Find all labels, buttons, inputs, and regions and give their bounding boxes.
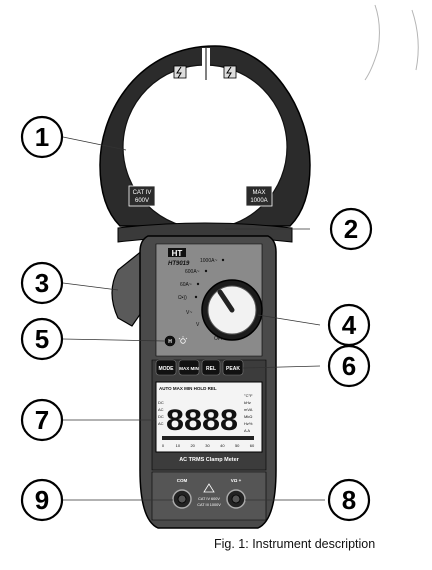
svg-text:600V: 600V xyxy=(135,198,149,204)
bargraph-tick-label: 30 xyxy=(205,443,210,448)
svg-text:2: 2 xyxy=(344,214,358,244)
selector-pointer xyxy=(217,289,235,313)
meter-label: AC TRMS Clamp Meter xyxy=(179,457,239,463)
svg-text:9: 9 xyxy=(35,485,49,515)
bargraph-tick-label: 60 xyxy=(250,443,255,448)
hazard-icon xyxy=(223,65,237,79)
svg-text:REL: REL xyxy=(206,366,216,372)
rotary-selector: 1000A~ 600A~ 60A~ Ω•)) V~ V OFF xyxy=(178,258,263,342)
svg-text:1: 1 xyxy=(35,122,49,152)
svg-text:PEAK: PEAK xyxy=(226,366,240,372)
svg-text:1000A: 1000A xyxy=(250,198,267,204)
clamp-jaws xyxy=(99,45,311,243)
callout-1: 1 xyxy=(20,115,64,159)
svg-text:MAX: MAX xyxy=(252,190,265,196)
svg-text:AC: AC xyxy=(158,407,164,412)
svg-text:Hz%: Hz% xyxy=(244,421,253,426)
peak-button xyxy=(222,359,244,376)
svg-text:6: 6 xyxy=(342,351,356,381)
bargraph-scale: 0 10 20 30 40 50 60 xyxy=(162,443,255,448)
svg-text:V: V xyxy=(196,322,200,328)
max-min-button xyxy=(178,359,200,376)
svg-text:COM: COM xyxy=(177,478,188,483)
svg-text:CAT IV: CAT IV xyxy=(133,190,152,196)
svg-text:CAT III 1000V: CAT III 1000V xyxy=(197,503,221,507)
callout-2: 2 xyxy=(329,207,373,251)
svg-text:AC: AC xyxy=(158,421,164,426)
callout-5: 5 xyxy=(20,317,64,361)
svg-text:3: 3 xyxy=(35,268,49,298)
callout-9: 9 xyxy=(20,478,64,522)
figure-caption: Fig. 1: Instrument description xyxy=(214,537,376,551)
function-buttons: MODE MAX MIN REL PEAK xyxy=(155,359,244,376)
callout-3: 3 xyxy=(20,261,64,305)
svg-text:mVA: mVA xyxy=(244,407,253,412)
svg-text:Ω•)): Ω•)) xyxy=(178,295,187,301)
svg-text:4: 4 xyxy=(342,310,357,340)
svg-text:°C°F: °C°F xyxy=(244,393,253,398)
callout-8: 8 xyxy=(327,478,371,522)
max-current-label: MAX 1000A xyxy=(245,185,273,207)
hold-button xyxy=(164,335,176,347)
rel-button xyxy=(201,359,221,376)
svg-text:H: H xyxy=(168,339,172,345)
svg-text:MAX MIN: MAX MIN xyxy=(179,366,199,371)
backlight-icon xyxy=(178,336,188,344)
svg-text:60A~: 60A~ xyxy=(180,282,192,288)
cat-rating-label: CAT IV 600V xyxy=(128,185,156,207)
svg-text:CAT IV 600V: CAT IV 600V xyxy=(198,497,220,501)
svg-text:A A: A A xyxy=(244,428,250,433)
svg-text:HT: HT xyxy=(172,249,183,258)
svg-text:AUTO MAX MIN HOLD REL: AUTO MAX MIN HOLD REL xyxy=(159,386,217,391)
svg-text:DC: DC xyxy=(158,414,164,419)
mode-button xyxy=(155,359,177,376)
bargraph xyxy=(162,436,254,440)
decorative-stroke xyxy=(411,9,419,71)
svg-text:OFF: OFF xyxy=(214,336,224,342)
bargraph-tick-label: 10 xyxy=(176,443,181,448)
input-terminals: COM VΩ + CAT IV 600V CAT III 1000V xyxy=(172,478,246,509)
svg-text:1000A~: 1000A~ xyxy=(200,258,217,264)
bargraph-tick-label: 0 xyxy=(162,443,165,448)
callout-4: 4 xyxy=(327,303,371,347)
svg-text:7: 7 xyxy=(35,405,49,435)
svg-text:600A~: 600A~ xyxy=(185,269,200,275)
callout-6: 6 xyxy=(327,344,371,388)
svg-text:DC: DC xyxy=(158,400,164,405)
lcd-digits: 8888 xyxy=(166,404,238,437)
bargraph-tick-label: 20 xyxy=(190,443,195,448)
svg-text:kHz: kHz xyxy=(244,400,251,405)
svg-text:VΩ +: VΩ + xyxy=(231,478,242,483)
lcd-display: AUTO MAX MIN HOLD REL DC AC DC AC 8888 °… xyxy=(155,381,263,453)
hazard-icon xyxy=(173,65,187,79)
bargraph-tick-label: 40 xyxy=(220,443,225,448)
svg-text:MODE: MODE xyxy=(159,366,175,372)
svg-text:8: 8 xyxy=(342,485,356,515)
callout-7: 7 xyxy=(20,398,64,442)
warning-icon xyxy=(203,483,215,493)
model-label: HT9019 xyxy=(168,261,190,267)
decorative-stroke xyxy=(364,4,380,81)
bargraph-tick-label: 50 xyxy=(235,443,240,448)
svg-text:5: 5 xyxy=(35,324,49,354)
callout-leaders xyxy=(62,136,325,501)
svg-text:V~: V~ xyxy=(186,310,192,316)
svg-text:MkΩ: MkΩ xyxy=(244,414,252,419)
brand-logo: HT xyxy=(168,248,186,258)
